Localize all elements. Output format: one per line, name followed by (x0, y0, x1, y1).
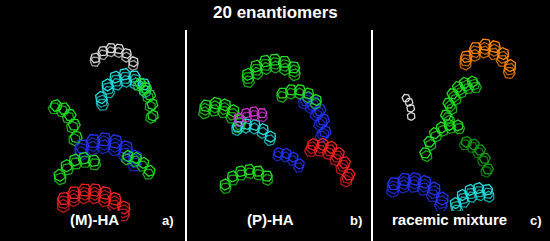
ring (503, 67, 515, 78)
ring (262, 174, 272, 185)
ring (496, 56, 508, 67)
panel-divider (185, 30, 187, 241)
ring (217, 107, 229, 118)
ring (422, 151, 432, 162)
ring (90, 57, 100, 66)
panel-label: (P)-HA (245, 211, 296, 228)
ring (481, 166, 491, 177)
ring (220, 183, 231, 193)
ring (146, 112, 156, 123)
ring (69, 134, 80, 146)
ring (434, 200, 447, 212)
ring (478, 156, 489, 167)
ring (289, 69, 300, 81)
ring (122, 52, 131, 62)
ring (336, 163, 347, 175)
ring (314, 119, 325, 131)
panel-letter: b) (348, 214, 364, 229)
panel-label: racemic mixture (390, 211, 509, 228)
ring (67, 121, 78, 133)
ring (341, 175, 352, 187)
panel-label: (M)-HA (68, 211, 121, 228)
ring (264, 135, 275, 146)
ring (469, 49, 480, 61)
ring (460, 58, 471, 70)
ring (454, 123, 465, 133)
ring (470, 83, 481, 93)
ring (62, 164, 74, 175)
ring (143, 169, 154, 179)
ring (55, 173, 66, 185)
ring (56, 106, 68, 117)
panel-divider (371, 30, 373, 241)
figure-title: 20 enantiomers (211, 3, 340, 23)
ring (407, 104, 415, 112)
helicene-stack (48, 39, 515, 221)
ring (129, 61, 138, 71)
ring (311, 98, 321, 109)
panel-letter: a) (160, 214, 176, 229)
ring (97, 99, 109, 110)
ring (322, 148, 334, 159)
ring (431, 131, 441, 142)
ring (407, 112, 414, 120)
ring (145, 101, 155, 112)
ring (484, 191, 494, 202)
panel-letter: c) (528, 214, 544, 229)
ring (199, 107, 211, 119)
ring (294, 163, 304, 172)
ring (258, 112, 268, 122)
ring (426, 190, 439, 201)
ring (451, 94, 461, 105)
ring (89, 159, 101, 170)
ring (280, 63, 291, 75)
